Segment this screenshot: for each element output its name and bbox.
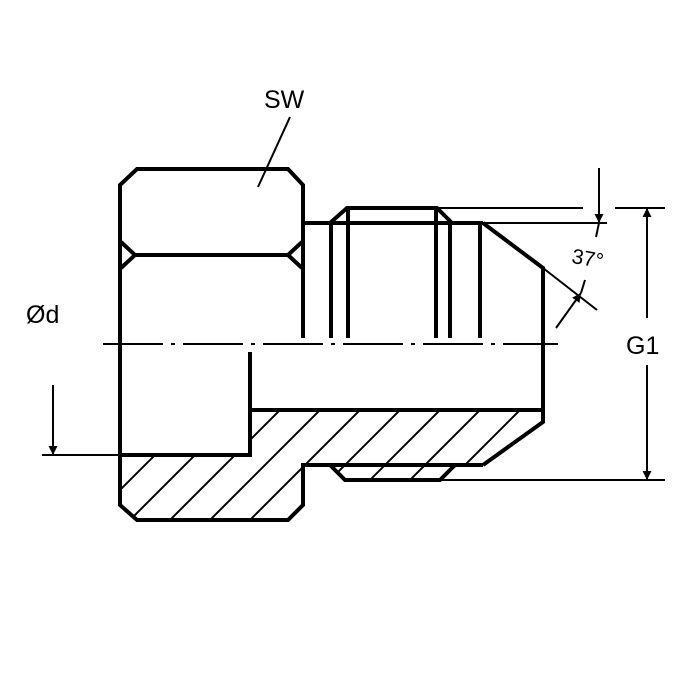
- hatch-line: [199, 410, 331, 520]
- thread-lines: [329, 210, 482, 338]
- section-outline: [118, 338, 543, 522]
- hex-nut-outline: [118, 167, 305, 338]
- angle-leader-top: [595, 222, 600, 238]
- sw-leader: [257, 116, 291, 188]
- hatch-line: [120, 410, 211, 520]
- hatch-line: [120, 410, 171, 520]
- angle-label: 37°: [570, 245, 605, 273]
- hex-left-v: [119, 240, 138, 270]
- hex-right-v: [285, 240, 304, 270]
- hatch-line: [640, 400, 700, 530]
- sw-label: SW: [264, 86, 305, 114]
- g1-label: G1: [626, 332, 659, 360]
- hatch-line: [120, 410, 251, 520]
- angle-arrow-bottom: [555, 292, 582, 329]
- hatch-line: [560, 400, 690, 530]
- hatch-line: [159, 410, 291, 520]
- hatch-line: [519, 410, 543, 520]
- cone-extension: [542, 267, 598, 311]
- hatch-line: [680, 400, 700, 530]
- bore-diameter-label: Ød: [26, 301, 59, 329]
- thread-root-lower: [328, 463, 457, 482]
- thread-crest-line: [328, 206, 454, 225]
- angle-leader-bottom: [580, 279, 586, 294]
- hatch-line: [600, 400, 700, 530]
